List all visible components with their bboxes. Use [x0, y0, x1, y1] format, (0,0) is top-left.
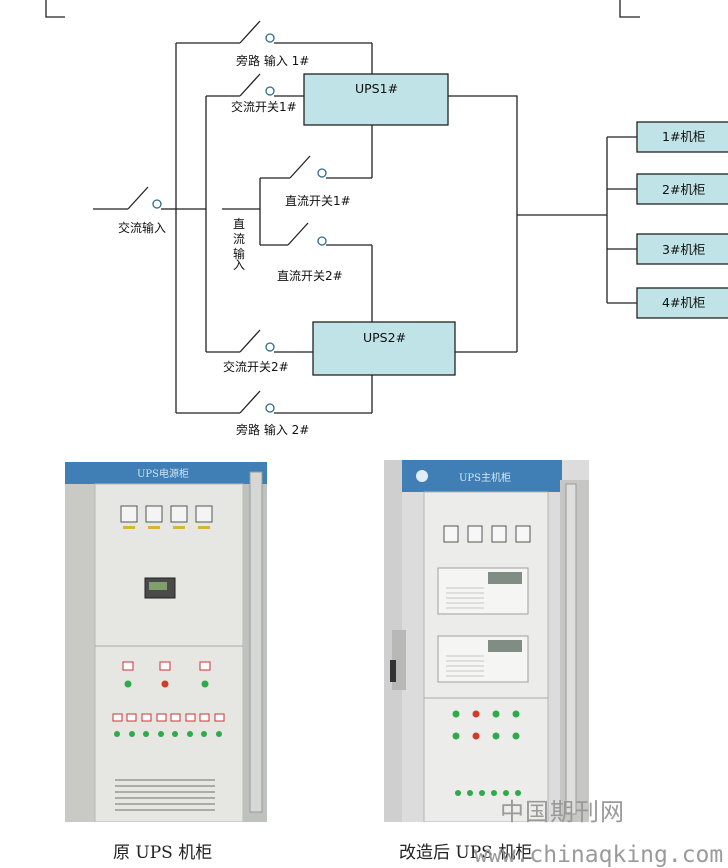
watermark-cn: 中国期刊网 — [500, 798, 625, 826]
ac-switch-1-label: 交流开关1# — [231, 99, 297, 114]
cabinet-1-box — [636, 121, 728, 153]
dc-input-label-1: 直 — [233, 217, 245, 231]
ac-input-label: 交流输入 — [118, 220, 166, 235]
watermark-url: www.chinaqking.com — [474, 842, 724, 868]
corner-mark-right — [619, 0, 640, 18]
bypass-input-2-switch — [176, 375, 373, 414]
dc-input-label-2: 流 — [233, 232, 245, 246]
dc-switch-1 — [260, 125, 373, 179]
cabinet-3-box — [636, 233, 728, 265]
cabinet-3-label: 3#机柜 — [662, 242, 705, 257]
ups-wiring-diagram: 交流输入 旁路 输入 1# 交流开关1# UPS1# 直 流 输 入 直流开关1… — [45, 0, 728, 437]
original-ups-cabinet-photo: UPS电源柜 — [65, 462, 267, 822]
bypass-input-1-switch — [176, 20, 373, 74]
ups1-box — [303, 73, 449, 126]
bypass-input-1-label: 旁路 输入 1# — [236, 53, 309, 68]
dc-switch-2 — [260, 222, 373, 322]
bypass-input-2-label: 旁路 输入 2# — [236, 422, 309, 437]
original-cabinet-header-text: UPS电源柜 — [137, 467, 189, 480]
renovated-ups-cabinet-photo: UPS主机柜 — [384, 460, 589, 822]
cabinet-2-box — [636, 173, 728, 205]
ac-switch-2 — [206, 329, 313, 353]
ups1-label: UPS1# — [355, 81, 398, 96]
cabinet-2-label: 2#机柜 — [662, 182, 705, 197]
renovated-cabinet-caption: 改造后 UPS 机柜 — [399, 843, 533, 863]
original-cabinet-caption: 原 UPS 机柜 — [113, 843, 213, 863]
ac-switch-2-label: 交流开关2# — [223, 359, 289, 374]
ac-input-switch — [93, 186, 176, 210]
dc-input-label-4: 入 — [233, 258, 245, 272]
dc-switch-1-label: 直流开关1# — [285, 194, 351, 208]
cabinet-4-box — [636, 287, 728, 319]
renovated-cabinet-header-text: UPS主机柜 — [459, 471, 511, 484]
dc-switch-2-label: 直流开关2# — [277, 269, 343, 283]
ups-output-bus — [448, 95, 518, 352]
cabinet-4-label: 4#机柜 — [662, 295, 705, 310]
ups2-box — [312, 321, 456, 376]
corner-mark-left — [45, 0, 65, 18]
ac-switch-1 — [206, 73, 304, 97]
cabinet-1-label: 1#机柜 — [662, 129, 705, 144]
ups2-label: UPS2# — [363, 330, 406, 345]
dc-input-label-3: 输 — [233, 246, 245, 261]
